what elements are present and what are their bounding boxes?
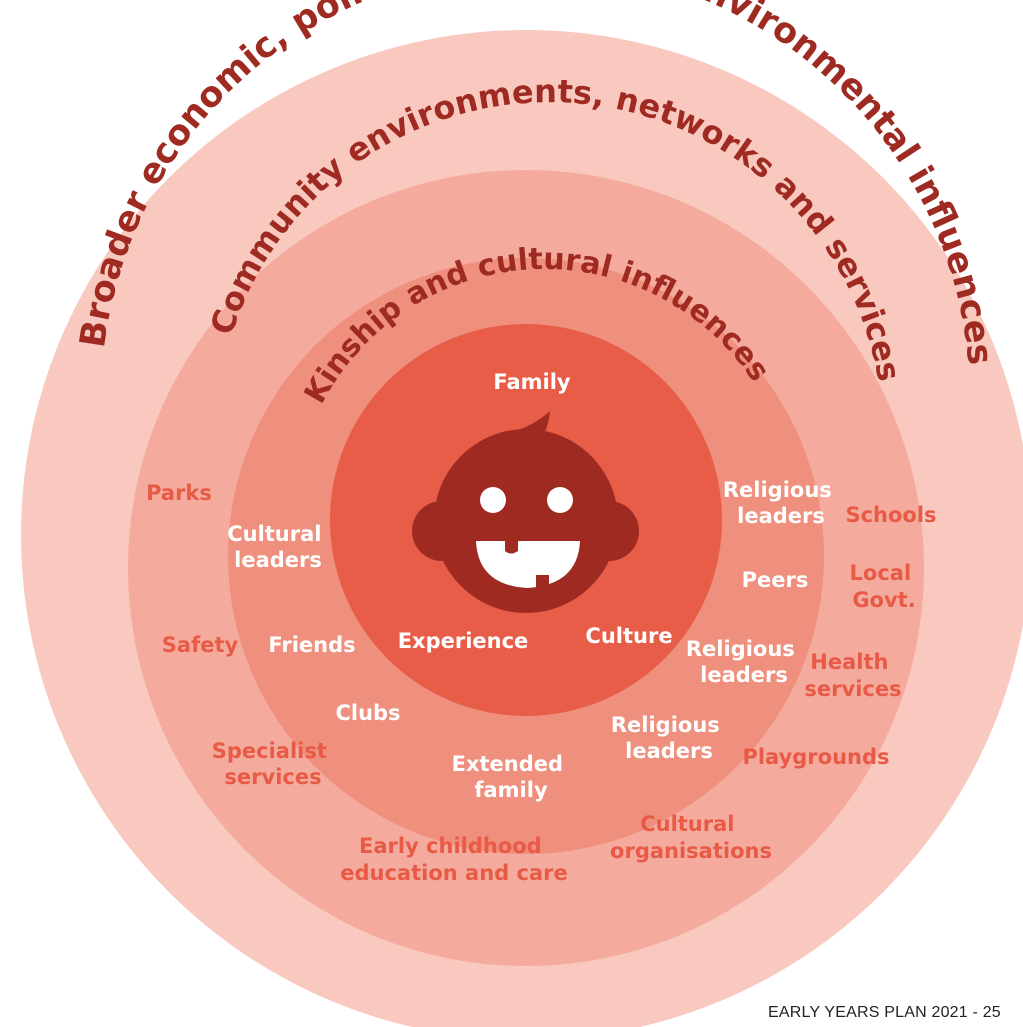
label-extended-family: Extended family: [452, 752, 571, 802]
baby-face-icon: [412, 411, 639, 613]
label-clubs: Clubs: [335, 701, 400, 725]
label-schools: Schools: [845, 503, 936, 527]
label-health-services: Health services: [804, 650, 901, 701]
label-religious-leaders-right: Religious leaders: [686, 637, 802, 687]
label-peers: Peers: [742, 568, 809, 592]
label-cultural-organisations: Cultural organisations: [610, 812, 772, 863]
label-local-govt: Local Govt.: [850, 561, 919, 612]
label-early-childhood: Early childhood education and care: [340, 834, 567, 885]
label-specialist-services: Specialist services: [212, 739, 334, 789]
label-family: Family: [493, 370, 571, 394]
label-safety: Safety: [162, 633, 239, 657]
label-religious-leaders-bottom: Religious leaders: [611, 713, 727, 763]
label-cultural-leaders: Cultural leaders: [227, 522, 329, 572]
label-friends: Friends: [268, 633, 355, 657]
label-playgrounds: Playgrounds: [742, 745, 889, 769]
footer-text: EARLY YEARS PLAN 2021 - 25: [768, 1004, 1001, 1021]
label-experience: Experience: [398, 629, 529, 653]
label-religious-leaders-top: Religious leaders: [723, 478, 839, 528]
label-parks: Parks: [146, 481, 212, 505]
label-culture: Culture: [585, 624, 672, 648]
